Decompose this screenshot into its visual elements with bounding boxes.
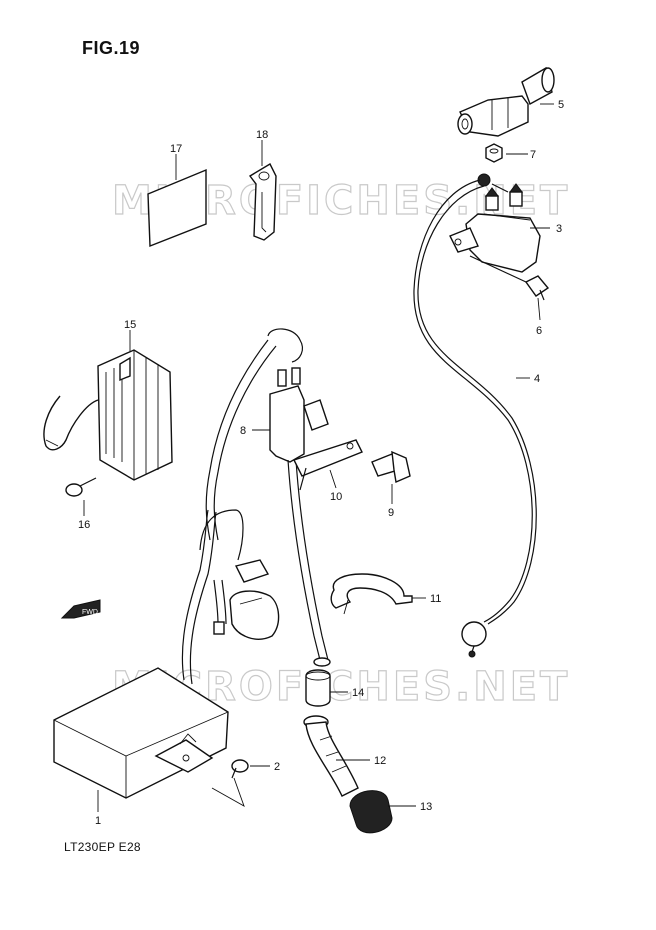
part-6-bolt (469, 255, 550, 301)
callout-17: 17 (170, 143, 182, 155)
part-15-regulator (43, 349, 173, 481)
part-17-pad (147, 168, 207, 248)
model-code: LT230EP E28 (64, 840, 141, 854)
callout-18: 18 (256, 129, 268, 141)
part-2-screw (231, 759, 249, 779)
part-16-screw (65, 477, 97, 497)
part-5-connector (457, 66, 555, 137)
callout-9: 9 (388, 507, 394, 519)
callout-3: 3 (556, 223, 562, 235)
part-1-cdi-unit (53, 667, 229, 799)
callout-1: 1 (95, 815, 101, 827)
callout-14: 14 (352, 687, 364, 699)
part-18-clamp (248, 163, 277, 241)
callout-15: 15 (124, 319, 136, 331)
main-wiring-harness (181, 509, 280, 685)
callout-labels: 1 2 3 4 5 6 7 8 9 10 11 12 13 14 15 16 1… (78, 99, 564, 827)
part-14-cap (305, 669, 331, 707)
part-11-clamp (330, 573, 413, 615)
part-12-plug-cap (303, 715, 359, 797)
fwd-label: FWD (82, 609, 98, 616)
callout-6: 6 (536, 325, 542, 337)
figure-title: FIG.19 (82, 38, 141, 58)
callout-16: 16 (78, 519, 90, 531)
fwd-arrow-icon: FWD (60, 599, 101, 619)
callout-12: 12 (374, 755, 386, 767)
part-3-starter-relay (449, 173, 541, 273)
callout-4: 4 (534, 373, 540, 385)
part-4-starter-cable (413, 179, 537, 658)
callout-7: 7 (530, 149, 536, 161)
callout-11: 11 (430, 593, 441, 605)
callout-2: 2 (274, 761, 280, 773)
callout-5: 5 (558, 99, 564, 111)
part-7-nut (485, 143, 503, 163)
part-8-ignition-coil-lead (205, 328, 331, 667)
part-10-bracket (293, 439, 363, 491)
leader-lines (83, 103, 554, 812)
callout-10: 10 (330, 491, 342, 503)
part-13-boot (349, 790, 393, 834)
callout-8: 8 (240, 425, 246, 437)
callout-13: 13 (420, 801, 432, 813)
part-9-bolt (371, 450, 411, 483)
